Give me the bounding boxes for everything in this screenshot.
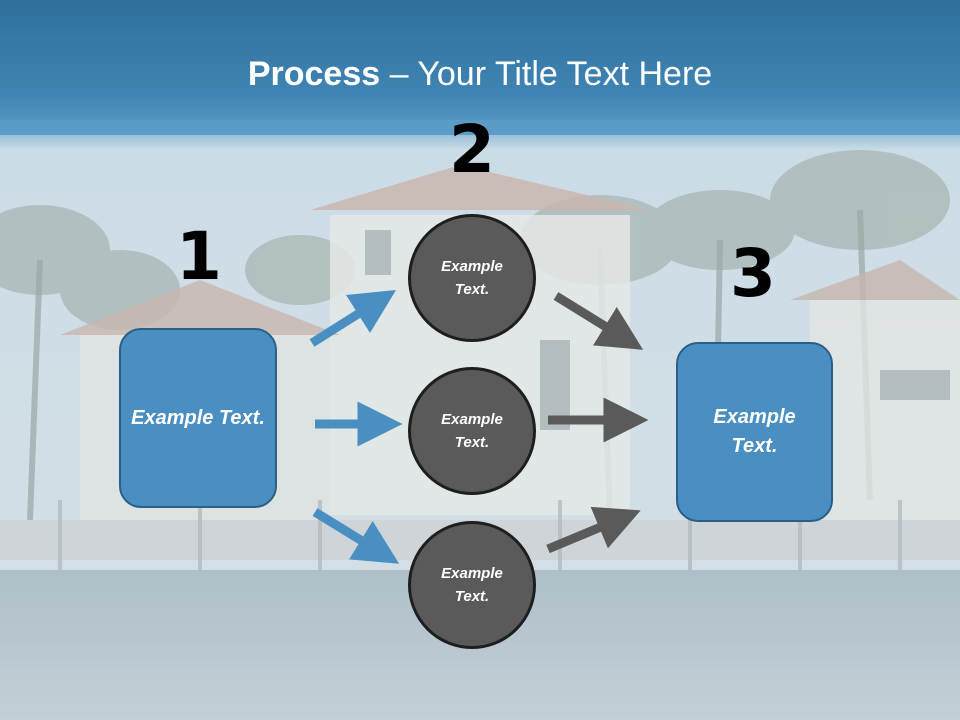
arrow-left-to-bottom [312, 508, 400, 564]
circle-bottom: Example Text. [408, 521, 536, 649]
slide-title-bold: Process [247, 55, 381, 93]
right-box-text: Example Text. [713, 406, 796, 457]
slide-title-rest: – Your Title Text Here [380, 55, 713, 93]
step-number-1: 1 [176, 218, 222, 295]
left-box: Example Text. [119, 328, 277, 508]
step-number-3: 3 [730, 235, 776, 312]
step-number-2: 2 [449, 111, 495, 188]
title-band-fade [0, 120, 960, 150]
circle-bottom-text: Example Text. [441, 565, 503, 605]
arrow-top-to-right [553, 292, 644, 350]
arrow-left-to-top [309, 289, 397, 347]
slide-title: Process – Your Title Text Here [0, 52, 960, 96]
right-box: Example Text. [676, 342, 833, 522]
circle-top: Example Text. [408, 214, 536, 342]
title-band [0, 0, 960, 135]
arrow-bottom-to-right [546, 506, 641, 554]
circle-middle: Example Text. [408, 367, 536, 495]
circle-top-text: Example Text. [441, 258, 503, 298]
circle-middle-text: Example Text. [441, 411, 503, 451]
left-box-text: Example Text. [131, 406, 265, 429]
